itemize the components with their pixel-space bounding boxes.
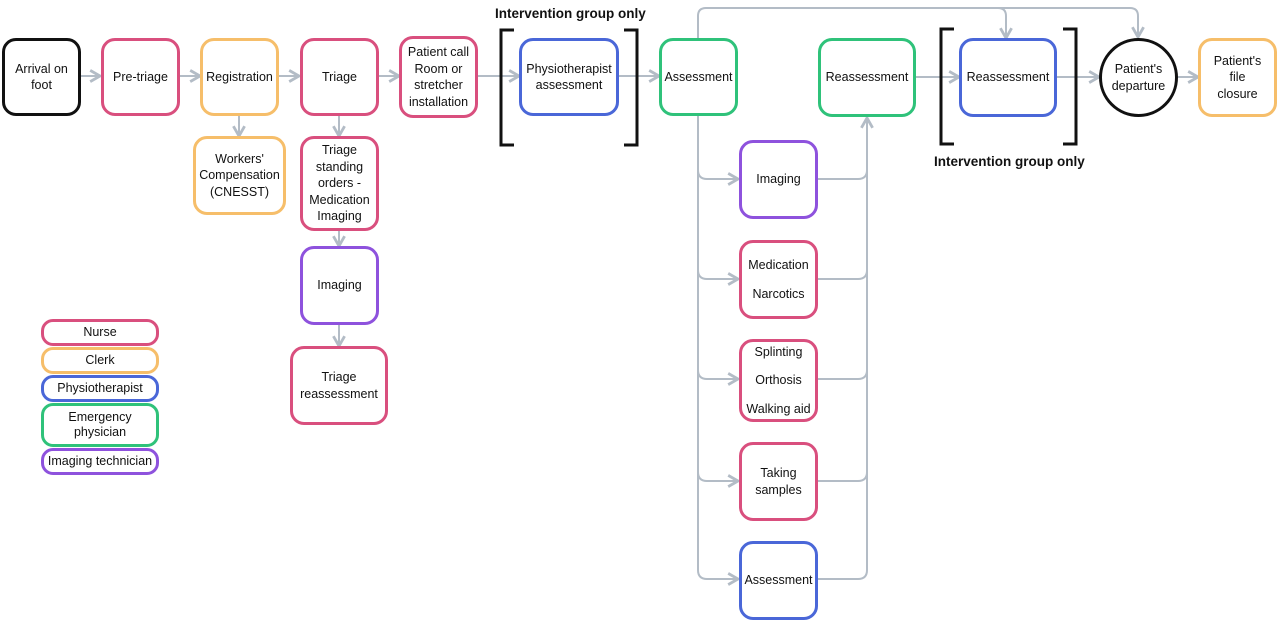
bracket-left-2: [939, 27, 954, 146]
node-patient-file-closure: Patient's file closure: [1198, 38, 1277, 117]
intervention-caption-top: Intervention group only: [495, 6, 646, 21]
node-patient-call: Patient call Room or stretcher installat…: [399, 36, 478, 118]
edge-assessment-top-loop: [697, 7, 1138, 38]
edge-merge-trunk: [818, 118, 867, 580]
node-triage: Triage: [300, 38, 379, 116]
legend-item-nurse: Nurse: [41, 319, 159, 346]
node-taking-samples: Taking samples: [739, 442, 818, 521]
legend-item-imaging-technician: Imaging technician: [41, 448, 159, 475]
node-arrival: Arrival on foot: [2, 38, 81, 116]
node-triage-standing-orders: Triage standing orders - Medication Imag…: [300, 136, 379, 231]
edge-branch-splinting: [697, 369, 738, 379]
node-physiotherapist-assessment: Physiotherapist assessment: [519, 38, 619, 116]
legend-item-physiotherapist: Physiotherapist: [41, 375, 159, 402]
bracket-right-2: [1063, 27, 1078, 146]
edge-merge-splinting: [818, 369, 868, 380]
bracket-right-1: [624, 28, 639, 147]
edge-merge-imaging: [818, 169, 868, 180]
node-imaging-branch: Imaging: [739, 140, 818, 219]
node-splinting: Splinting Orthosis Walking aid: [739, 339, 818, 422]
edge-branch-medication: [697, 269, 738, 279]
node-reassessment-physiotherapist: Reassessment: [959, 38, 1057, 117]
node-assessment-physio: Assessment: [739, 541, 818, 620]
edge-assessment-trunk: [697, 116, 738, 579]
node-registration: Registration: [200, 38, 279, 116]
node-patient-departure: Patient's departure: [1099, 38, 1178, 117]
node-imaging-triage: Imaging: [300, 246, 379, 325]
node-medication: Medication Narcotics: [739, 240, 818, 319]
node-assessment-main: Assessment: [659, 38, 738, 116]
edge-branch-samples: [697, 471, 738, 481]
intervention-caption-bottom: Intervention group only: [934, 154, 1085, 169]
node-workers-compensation: Workers' Compensation (CNESST): [193, 136, 286, 215]
node-reassessment-physician: Reassessment: [818, 38, 916, 117]
legend-item-emergency-physician: Emergency physician: [41, 403, 159, 447]
edge-branch-imaging: [697, 169, 738, 179]
node-pretriage: Pre-triage: [101, 38, 180, 116]
legend-item-clerk: Clerk: [41, 347, 159, 374]
edge-merge-samples: [818, 471, 868, 482]
node-triage-reassessment: Triage reassessment: [290, 346, 388, 425]
edge-merge-medication: [818, 269, 868, 280]
bracket-left-1: [499, 28, 514, 147]
edge-top-loop-reassessment: [997, 7, 1006, 38]
